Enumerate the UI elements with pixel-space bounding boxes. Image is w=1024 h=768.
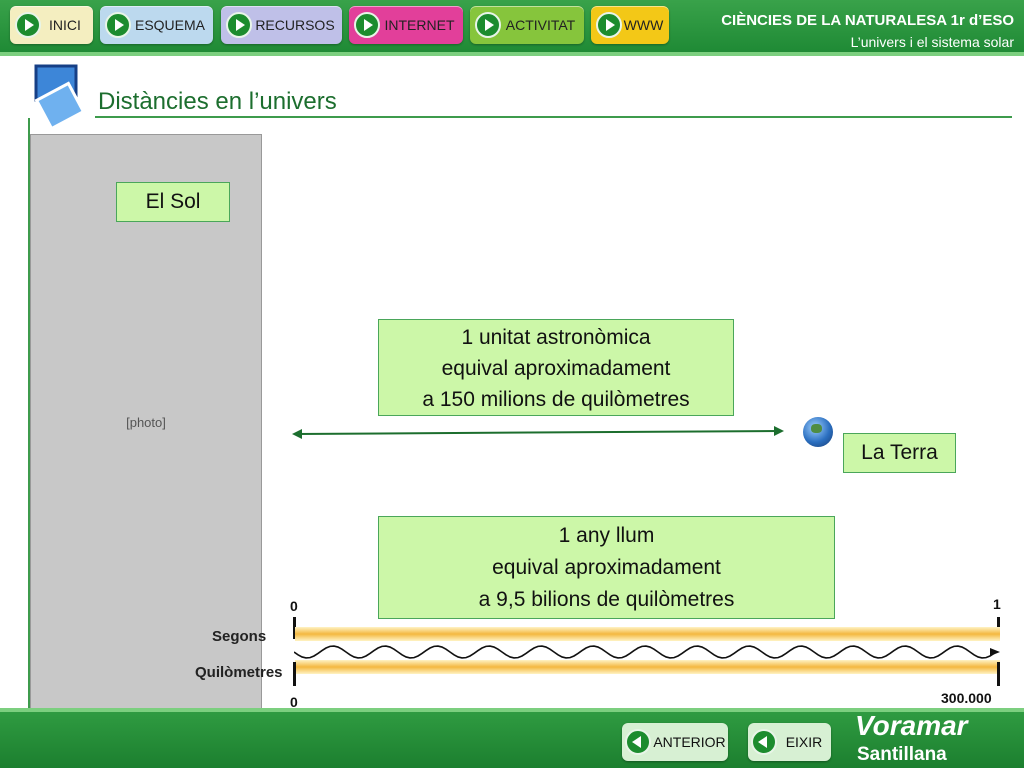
seconds-light-bar bbox=[295, 627, 1000, 641]
earth-label: La Terra bbox=[843, 433, 956, 473]
km-end-label: 300.000 bbox=[941, 690, 992, 706]
prev-button-label: ANTERIOR bbox=[653, 734, 726, 750]
nav-internet-button[interactable]: INTERNET bbox=[349, 6, 463, 44]
seconds-axis-label: Segons bbox=[212, 628, 267, 645]
play-icon bbox=[105, 12, 131, 38]
nav-activitat-button[interactable]: ACTIVITAT bbox=[470, 6, 584, 44]
nav-esquema-button[interactable]: ESQUEMA bbox=[100, 6, 213, 44]
nav-inici-label: INICI bbox=[49, 17, 81, 33]
km-end-tick bbox=[997, 662, 1000, 686]
nav-esquema-label: ESQUEMA bbox=[134, 17, 205, 33]
back-arrow-icon bbox=[751, 729, 777, 755]
lightyear-line-1: 1 any llum bbox=[558, 524, 655, 547]
seconds-start-tick bbox=[293, 617, 296, 639]
bottom-bar bbox=[0, 708, 1024, 768]
au-line-3: a 150 milions de quilòmetres bbox=[422, 388, 690, 411]
page-title: Distàncies en l’univers bbox=[98, 88, 337, 115]
nav-internet-label: INTERNET bbox=[384, 17, 455, 33]
au-line-2: equival aproximadament bbox=[441, 357, 671, 380]
light-wave bbox=[294, 645, 1000, 659]
km-light-bar bbox=[295, 660, 1000, 674]
top-nav-bar: INICI ESQUEMA RECURSOS INTERNET ACTIVITA… bbox=[0, 0, 1024, 56]
km-axis-label: Quilòmetres bbox=[195, 664, 283, 681]
nav-activitat-label: ACTIVITAT bbox=[505, 17, 576, 33]
nav-inici-button[interactable]: INICI bbox=[10, 6, 93, 44]
sun-image: [photo] bbox=[30, 134, 262, 710]
nav-www-button[interactable]: WWW bbox=[591, 6, 669, 44]
title-divider bbox=[95, 116, 1012, 118]
exit-button[interactable]: EIXIR bbox=[748, 723, 831, 761]
lightyear-line-2: equival aproximadament bbox=[492, 556, 721, 579]
nav-recursos-label: RECURSOS bbox=[255, 17, 335, 33]
sun-label: El Sol bbox=[116, 182, 230, 222]
km-start-tick bbox=[293, 662, 296, 686]
prev-button[interactable]: ANTERIOR bbox=[622, 723, 728, 761]
left-divider bbox=[28, 118, 30, 708]
distance-arrow bbox=[292, 426, 784, 439]
brand-logo-santillana: Santillana bbox=[857, 744, 947, 765]
au-line-1: 1 unitat astronòmica bbox=[461, 326, 651, 349]
earth-icon bbox=[803, 417, 833, 447]
course-title: CIÈNCIES DE LA NATURALESA 1r d’ESO bbox=[721, 12, 1014, 29]
nav-recursos-button[interactable]: RECURSOS bbox=[221, 6, 342, 44]
nav-www-label: WWW bbox=[623, 17, 664, 33]
play-icon bbox=[475, 12, 501, 38]
seconds-start-label: 0 bbox=[290, 598, 298, 614]
au-info-box: 1 unitat astronòmica equival aproximadam… bbox=[378, 319, 734, 416]
play-icon bbox=[596, 12, 622, 38]
play-icon bbox=[354, 12, 380, 38]
play-icon bbox=[15, 12, 41, 38]
exit-button-label: EIXIR bbox=[785, 734, 823, 750]
sun-image-placeholder: [photo] bbox=[126, 414, 166, 430]
lightyear-info-box: 1 any llum equival aproximadament a 9,5 … bbox=[378, 516, 835, 619]
unit-subtitle: L’univers i el sistema solar bbox=[850, 34, 1014, 50]
lightyear-line-3: a 9,5 bilions de quilòmetres bbox=[478, 588, 735, 611]
slides-logo-icon bbox=[34, 64, 86, 131]
seconds-end-label: 1 bbox=[993, 596, 1001, 612]
back-arrow-icon bbox=[625, 729, 651, 755]
brand-logo-voramar: Voramar bbox=[855, 710, 968, 741]
km-start-label: 0 bbox=[290, 694, 298, 710]
play-icon bbox=[226, 12, 252, 38]
